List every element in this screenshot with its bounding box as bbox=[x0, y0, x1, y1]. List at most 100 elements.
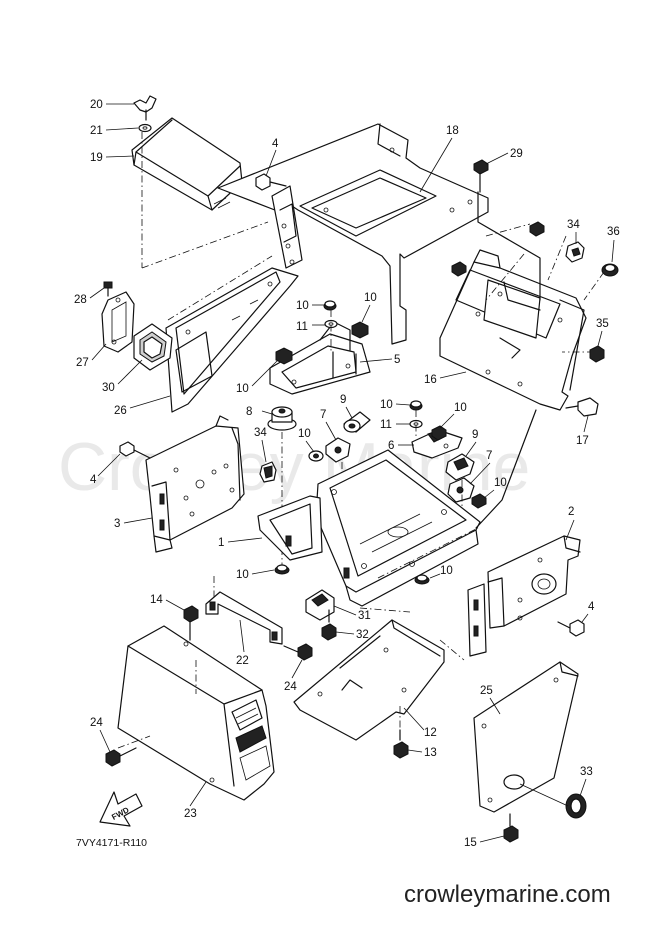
nut-part-10-e[interactable] bbox=[409, 400, 423, 411]
nut-small-left[interactable] bbox=[451, 261, 467, 277]
mount-part-7-b[interactable] bbox=[447, 477, 475, 503]
rubber-plate-part-30[interactable] bbox=[133, 323, 173, 371]
bolt-part-28[interactable] bbox=[103, 281, 113, 297]
callout-24-a[interactable]: 24 bbox=[284, 681, 297, 693]
nut-part-10-f[interactable] bbox=[431, 425, 447, 441]
panel-part-25[interactable] bbox=[473, 661, 579, 813]
callout-1[interactable]: 1 bbox=[218, 537, 224, 549]
bracket-part-3[interactable] bbox=[145, 415, 245, 553]
callout-10-g[interactable]: 10 bbox=[494, 477, 507, 489]
callout-20[interactable]: 20 bbox=[90, 99, 103, 111]
callout-8[interactable]: 8 bbox=[246, 406, 252, 418]
callout-10-b[interactable]: 10 bbox=[364, 292, 377, 304]
callout-9-a[interactable]: 9 bbox=[340, 394, 346, 406]
nut-part-36[interactable] bbox=[601, 263, 619, 277]
main-frame-part-18[interactable] bbox=[217, 123, 489, 345]
bolt-part-13[interactable] bbox=[393, 729, 409, 759]
callout-12[interactable]: 12 bbox=[424, 727, 437, 739]
callout-10-a[interactable]: 10 bbox=[296, 300, 309, 312]
mount-part-8[interactable] bbox=[267, 406, 297, 431]
callout-28[interactable]: 28 bbox=[74, 294, 87, 306]
gasket-part-27[interactable] bbox=[101, 291, 135, 353]
callout-4-left[interactable]: 4 bbox=[90, 474, 97, 486]
callout-30[interactable]: 30 bbox=[102, 382, 115, 394]
callout-29[interactable]: 29 bbox=[510, 148, 523, 160]
callout-33[interactable]: 33 bbox=[580, 766, 593, 778]
callout-11-a[interactable]: 11 bbox=[296, 321, 308, 333]
callout-2[interactable]: 2 bbox=[568, 506, 574, 518]
callout-21[interactable]: 21 bbox=[90, 125, 103, 137]
website-link[interactable]: crowleymarine.com bbox=[404, 881, 611, 908]
bolt-part-24-b[interactable] bbox=[105, 747, 137, 767]
callout-25[interactable]: 25 bbox=[480, 685, 493, 697]
callout-23[interactable]: 23 bbox=[184, 808, 197, 820]
washer-part-21[interactable] bbox=[138, 123, 152, 133]
bracket-box-part-16[interactable] bbox=[439, 249, 587, 411]
callout-4-top[interactable]: 4 bbox=[272, 138, 279, 150]
callout-15[interactable]: 15 bbox=[464, 837, 477, 849]
bolt-part-24-a[interactable] bbox=[283, 643, 313, 661]
bolt-part-17[interactable] bbox=[565, 397, 599, 417]
callout-3[interactable]: 3 bbox=[114, 518, 120, 530]
bolt-part-4-a[interactable] bbox=[255, 173, 287, 191]
bolt-part-4-b[interactable] bbox=[119, 441, 151, 459]
clip-part-31[interactable] bbox=[305, 589, 335, 621]
nut-part-10-g[interactable] bbox=[471, 493, 487, 509]
mount-part-7-a[interactable] bbox=[325, 437, 351, 463]
callout-32[interactable]: 32 bbox=[356, 629, 369, 641]
mount-part-9-a[interactable] bbox=[343, 411, 371, 433]
callout-10-i[interactable]: 10 bbox=[440, 565, 453, 577]
callout-14[interactable]: 14 bbox=[150, 594, 163, 606]
bolt-part-15[interactable] bbox=[503, 813, 519, 843]
callout-9-b[interactable]: 9 bbox=[472, 429, 478, 441]
bracket-part-22[interactable] bbox=[205, 591, 283, 645]
callout-16[interactable]: 16 bbox=[424, 374, 437, 386]
nut-small-top[interactable] bbox=[529, 221, 545, 237]
top-cover-part-19[interactable] bbox=[131, 117, 243, 211]
nut-part-10-c[interactable] bbox=[275, 347, 293, 365]
callout-13[interactable]: 13 bbox=[424, 747, 437, 759]
callout-6[interactable]: 6 bbox=[388, 440, 394, 452]
callout-18[interactable]: 18 bbox=[446, 125, 459, 137]
callout-19[interactable]: 19 bbox=[90, 152, 103, 164]
bolt-part-29[interactable] bbox=[473, 159, 489, 193]
grommet-part-34-b[interactable] bbox=[259, 461, 277, 483]
bracket-part-5[interactable] bbox=[269, 321, 371, 395]
callout-5[interactable]: 5 bbox=[394, 354, 400, 366]
callout-26[interactable]: 26 bbox=[114, 405, 127, 417]
grommet-part-33[interactable] bbox=[565, 793, 587, 819]
cover-part-23[interactable] bbox=[117, 625, 275, 801]
bolt-part-14[interactable] bbox=[183, 605, 199, 641]
callout-22[interactable]: 22 bbox=[236, 655, 249, 667]
callout-7-b[interactable]: 7 bbox=[486, 450, 492, 462]
nut-part-35[interactable] bbox=[589, 345, 605, 363]
bracket-part-2[interactable] bbox=[467, 535, 581, 657]
wing-bolt-part-20[interactable] bbox=[133, 95, 157, 121]
bolt-part-32[interactable] bbox=[321, 609, 337, 641]
nut-part-10-b[interactable] bbox=[351, 321, 369, 339]
callout-7-a[interactable]: 7 bbox=[320, 409, 326, 421]
grommet-part-34-a[interactable] bbox=[565, 241, 585, 263]
mount-part-9-b[interactable] bbox=[445, 453, 475, 481]
side-panel-part-26[interactable] bbox=[165, 267, 299, 413]
callout-17[interactable]: 17 bbox=[576, 435, 589, 447]
callout-10-d[interactable]: 10 bbox=[298, 428, 311, 440]
callout-35[interactable]: 35 bbox=[596, 318, 609, 330]
callout-10-f[interactable]: 10 bbox=[454, 402, 467, 414]
nut-part-10-a[interactable] bbox=[323, 300, 337, 311]
callout-10-h[interactable]: 10 bbox=[236, 569, 249, 581]
bolt-part-4-c[interactable] bbox=[557, 619, 585, 637]
callout-34-mid[interactable]: 34 bbox=[254, 427, 267, 439]
nut-part-10-i[interactable] bbox=[414, 574, 430, 585]
nut-part-10-h[interactable] bbox=[274, 564, 290, 575]
callout-10-c[interactable]: 10 bbox=[236, 383, 249, 395]
callout-11-b[interactable]: 11 bbox=[380, 419, 392, 431]
callout-34-top[interactable]: 34 bbox=[567, 219, 580, 231]
base-frame-part-1[interactable] bbox=[257, 449, 481, 607]
callout-24-b[interactable]: 24 bbox=[90, 717, 103, 729]
callout-31[interactable]: 31 bbox=[358, 610, 371, 622]
nut-part-10-d[interactable] bbox=[308, 450, 324, 462]
callout-10-e[interactable]: 10 bbox=[380, 399, 393, 411]
bottom-plate-part-12[interactable] bbox=[293, 619, 445, 741]
callout-27[interactable]: 27 bbox=[76, 357, 89, 369]
